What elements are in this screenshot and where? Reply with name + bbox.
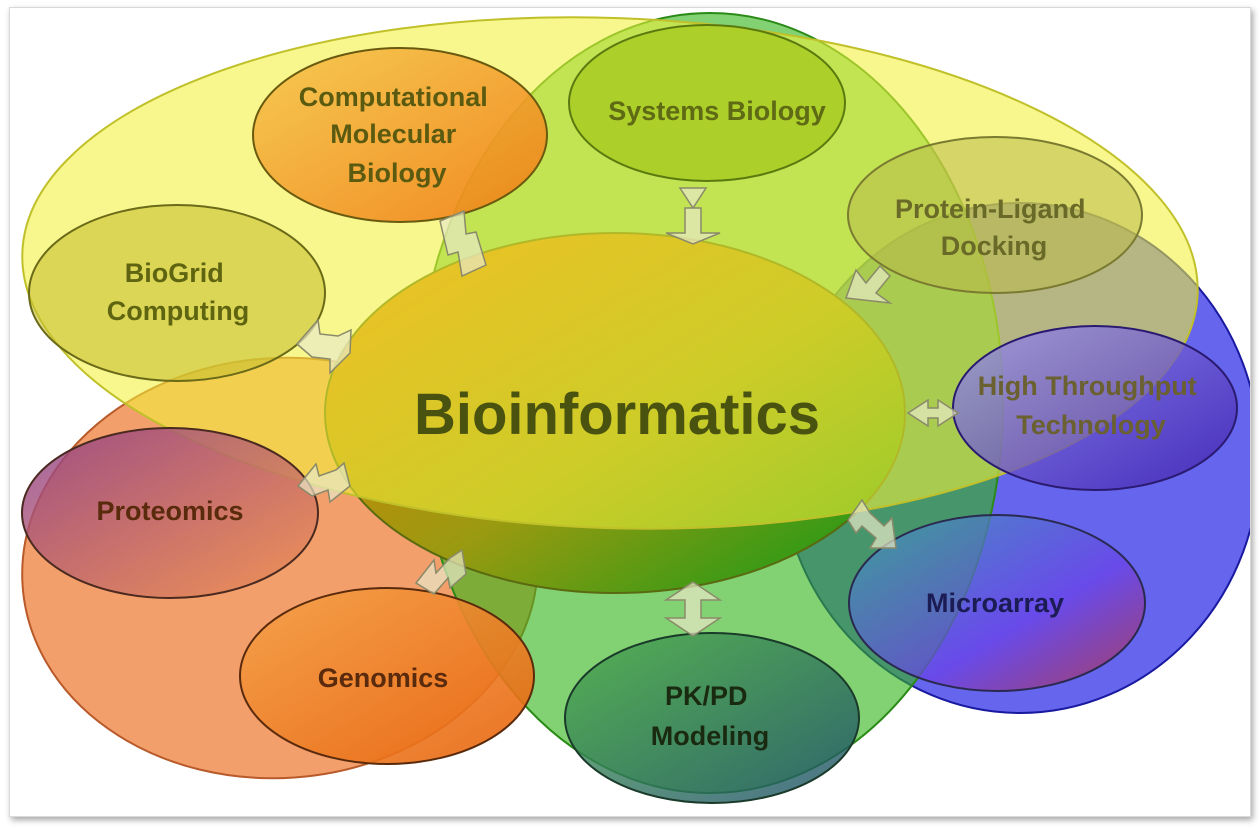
arrow-high-throughput [906,398,960,428]
label-microarray: Microarray [926,588,1064,618]
node-systems-biology [568,24,846,182]
label-proteomics: Proteomics [96,496,243,526]
label-comp-mol-bio-line-3: Biology [348,158,447,188]
label-comp-mol-bio-line-1: Computational [299,82,488,112]
label-pkpd: PK/PD Modeling [651,681,769,751]
label-protein-ligand-line-1: Protein-Ligand [895,194,1086,224]
node-high-throughput [952,325,1238,491]
node-microarray [848,514,1146,692]
label-pkpd-line-1: PK/PD [665,681,748,711]
arrow-comp-mol-bio [439,209,487,278]
label-proteomics-line-1: Proteomics [96,496,243,526]
label-systems-biology: Systems Biology [608,96,826,126]
node-pkpd [564,632,860,804]
arrow-biogrid [295,318,352,375]
label-pkpd-line-2: Modeling [651,721,769,751]
label-biogrid: BioGrid Computing [107,258,249,326]
node-ellipses [21,24,1238,804]
arrow-microarray [847,498,897,549]
label-high-throughput-line-2: Technology [1016,410,1166,440]
label-systems-biology-line-1: Systems Biology [608,96,826,126]
label-comp-mol-bio: Computational Molecular Biology [299,82,496,188]
arrow-protein-ligand [844,264,893,305]
node-biogrid [28,204,326,382]
label-protein-ligand-line-2: Docking [941,231,1048,261]
node-labels: Computational Molecular Biology Systems … [96,82,1204,751]
connector-arrows [295,187,960,637]
node-genomics [239,587,535,765]
label-biogrid-line-2: Computing [107,296,249,326]
label-biogrid-line-1: BioGrid [125,258,224,288]
label-comp-mol-bio-line-2: Molecular [330,119,457,149]
bioinformatics-diagram: Bioinformatics Computational Molecular B… [21,12,1250,804]
label-genomics: Genomics [318,663,449,693]
label-protein-ligand: Protein-Ligand Docking [895,194,1093,261]
arrow-genomics [414,548,467,595]
node-proteomics [21,427,319,599]
arrow-proteomics [296,461,351,504]
node-protein-ligand [847,136,1143,294]
arrow-systems-biology [665,187,721,245]
center-label: Bioinformatics [414,382,820,447]
node-comp-mol-bio [252,47,548,223]
label-high-throughput-line-1: High Throughput [978,371,1197,401]
label-microarray-line-1: Microarray [926,588,1064,618]
label-genomics-line-1: Genomics [318,663,449,693]
diagram-frame: Bioinformatics Computational Molecular B… [9,7,1251,817]
label-high-throughput: High Throughput Technology [978,371,1204,440]
arrow-pkpd [663,581,723,637]
